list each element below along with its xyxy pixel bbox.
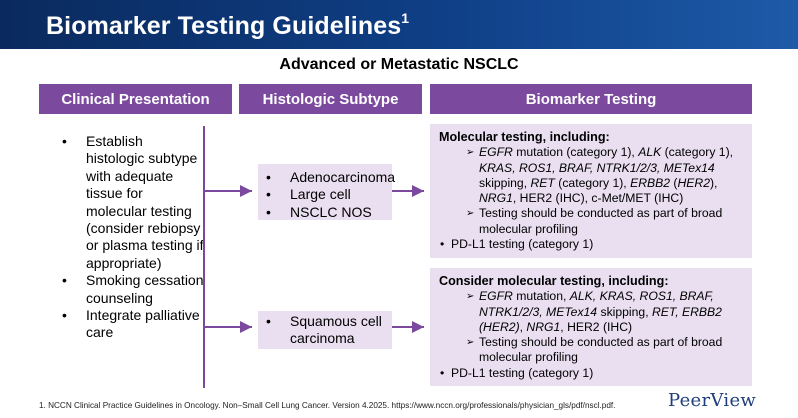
pdl1-list: PD-L1 testing (category 1) bbox=[439, 366, 742, 382]
biomarker-sublist: EGFR mutation (category 1), ALK (categor… bbox=[439, 145, 742, 237]
pdl1-list: PD-L1 testing (category 1) bbox=[439, 237, 742, 253]
slide-title: Biomarker Testing Guidelines1 bbox=[46, 10, 409, 41]
column-header-histologic: Histologic Subtype bbox=[239, 84, 422, 114]
subtype-item: Squamous cell carcinoma bbox=[264, 313, 384, 348]
footnote: 1. NCCN Clinical Practice Guidelines in … bbox=[39, 401, 616, 410]
biomarker-nonsquamous-box: Molecular testing, including: EGFR mutat… bbox=[430, 124, 752, 258]
pdl1-item: PD-L1 testing (category 1) bbox=[439, 366, 742, 382]
subtype-nonsquamous-box: Adenocarcinoma Large cell NSCLC NOS bbox=[258, 164, 395, 222]
biomarker-lead: Consider molecular testing, including: bbox=[439, 274, 669, 288]
subtype-item: Large cell bbox=[264, 186, 384, 204]
clinical-item: Establish histologic subtype with adequa… bbox=[60, 133, 205, 272]
biomarker-lead: Molecular testing, including: bbox=[439, 130, 610, 144]
subtype-item: NSCLC NOS bbox=[264, 204, 384, 222]
column-header-biomarker: Biomarker Testing bbox=[430, 84, 752, 114]
peerview-logo: PeerView bbox=[668, 390, 757, 411]
clinical-item: Integrate palliative care bbox=[60, 307, 205, 342]
biomarker-broad-profiling: Testing should be conducted as part of b… bbox=[466, 206, 742, 237]
biomarker-broad-profiling: Testing should be conducted as part of b… bbox=[466, 335, 742, 366]
title-bar: Biomarker Testing Guidelines1 bbox=[0, 0, 798, 49]
clinical-presentation-list: Establish histologic subtype with adequa… bbox=[60, 133, 205, 342]
slide-subtitle: Advanced or Metastatic NSCLC bbox=[279, 56, 519, 73]
subtype-item: Adenocarcinoma bbox=[264, 169, 395, 187]
pdl1-item: PD-L1 testing (category 1) bbox=[439, 237, 742, 253]
title-footnote-marker: 1 bbox=[401, 10, 410, 26]
biomarker-tests: EGFR mutation (category 1), ALK (categor… bbox=[466, 145, 742, 206]
clinical-item: Smoking cessation counseling bbox=[60, 272, 205, 307]
biomarker-sublist: EGFR mutation, ALK, KRAS, ROS1, BRAF, NT… bbox=[439, 289, 742, 365]
biomarker-squamous-box: Consider molecular testing, including: E… bbox=[430, 268, 752, 386]
vertical-connector bbox=[203, 126, 205, 388]
biomarker-tests: EGFR mutation, ALK, KRAS, ROS1, BRAF, NT… bbox=[466, 289, 742, 335]
subtype-squamous-box: Squamous cell carcinoma bbox=[258, 311, 392, 349]
column-header-clinical: Clinical Presentation bbox=[39, 84, 232, 114]
slide-title-text: Biomarker Testing Guidelines bbox=[46, 12, 402, 40]
